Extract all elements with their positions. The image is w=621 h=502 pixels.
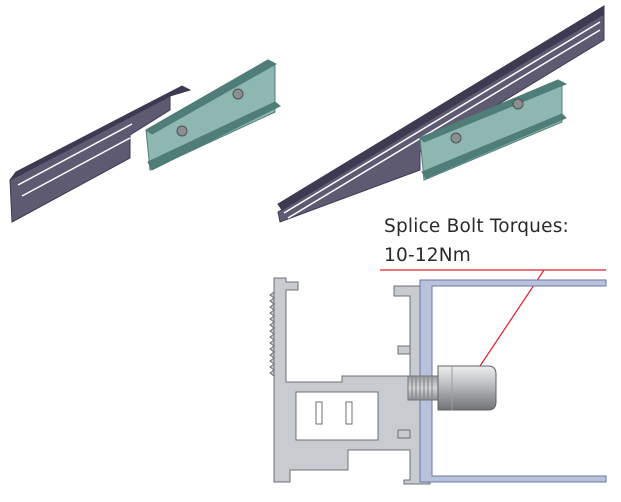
hex-socket-bolt-icon: [437, 365, 497, 411]
rail-profile: [273, 277, 431, 485]
leader-arrow-line: [471, 269, 545, 379]
torque-annotation: Splice Bolt Torques: 10-12Nm: [384, 212, 620, 270]
right-splice-bottom-flange: [421, 113, 567, 179]
torque-title: Splice Bolt Torques:: [384, 216, 569, 237]
hex-socket-bolt-icon: [176, 125, 188, 137]
hex-socket-bolt-icon: [512, 98, 524, 110]
right-rail-view: [277, 5, 605, 223]
right-splice-top-flange: [419, 79, 568, 143]
clamp-plate: [419, 279, 607, 483]
rail-cross-section: [269, 277, 607, 485]
torque-value: 10-12Nm: [384, 245, 472, 266]
hex-socket-bolt-icon: [232, 88, 244, 100]
hex-socket-bolt-icon: [450, 132, 462, 144]
left-splice-bottom-flange: [147, 101, 281, 171]
right-rail-top-face: [277, 5, 605, 211]
serrated-edge: [269, 291, 275, 377]
left-rail-view: [9, 59, 281, 223]
left-rail-top-face: [9, 85, 192, 181]
left-splice-top-flange: [145, 59, 278, 135]
